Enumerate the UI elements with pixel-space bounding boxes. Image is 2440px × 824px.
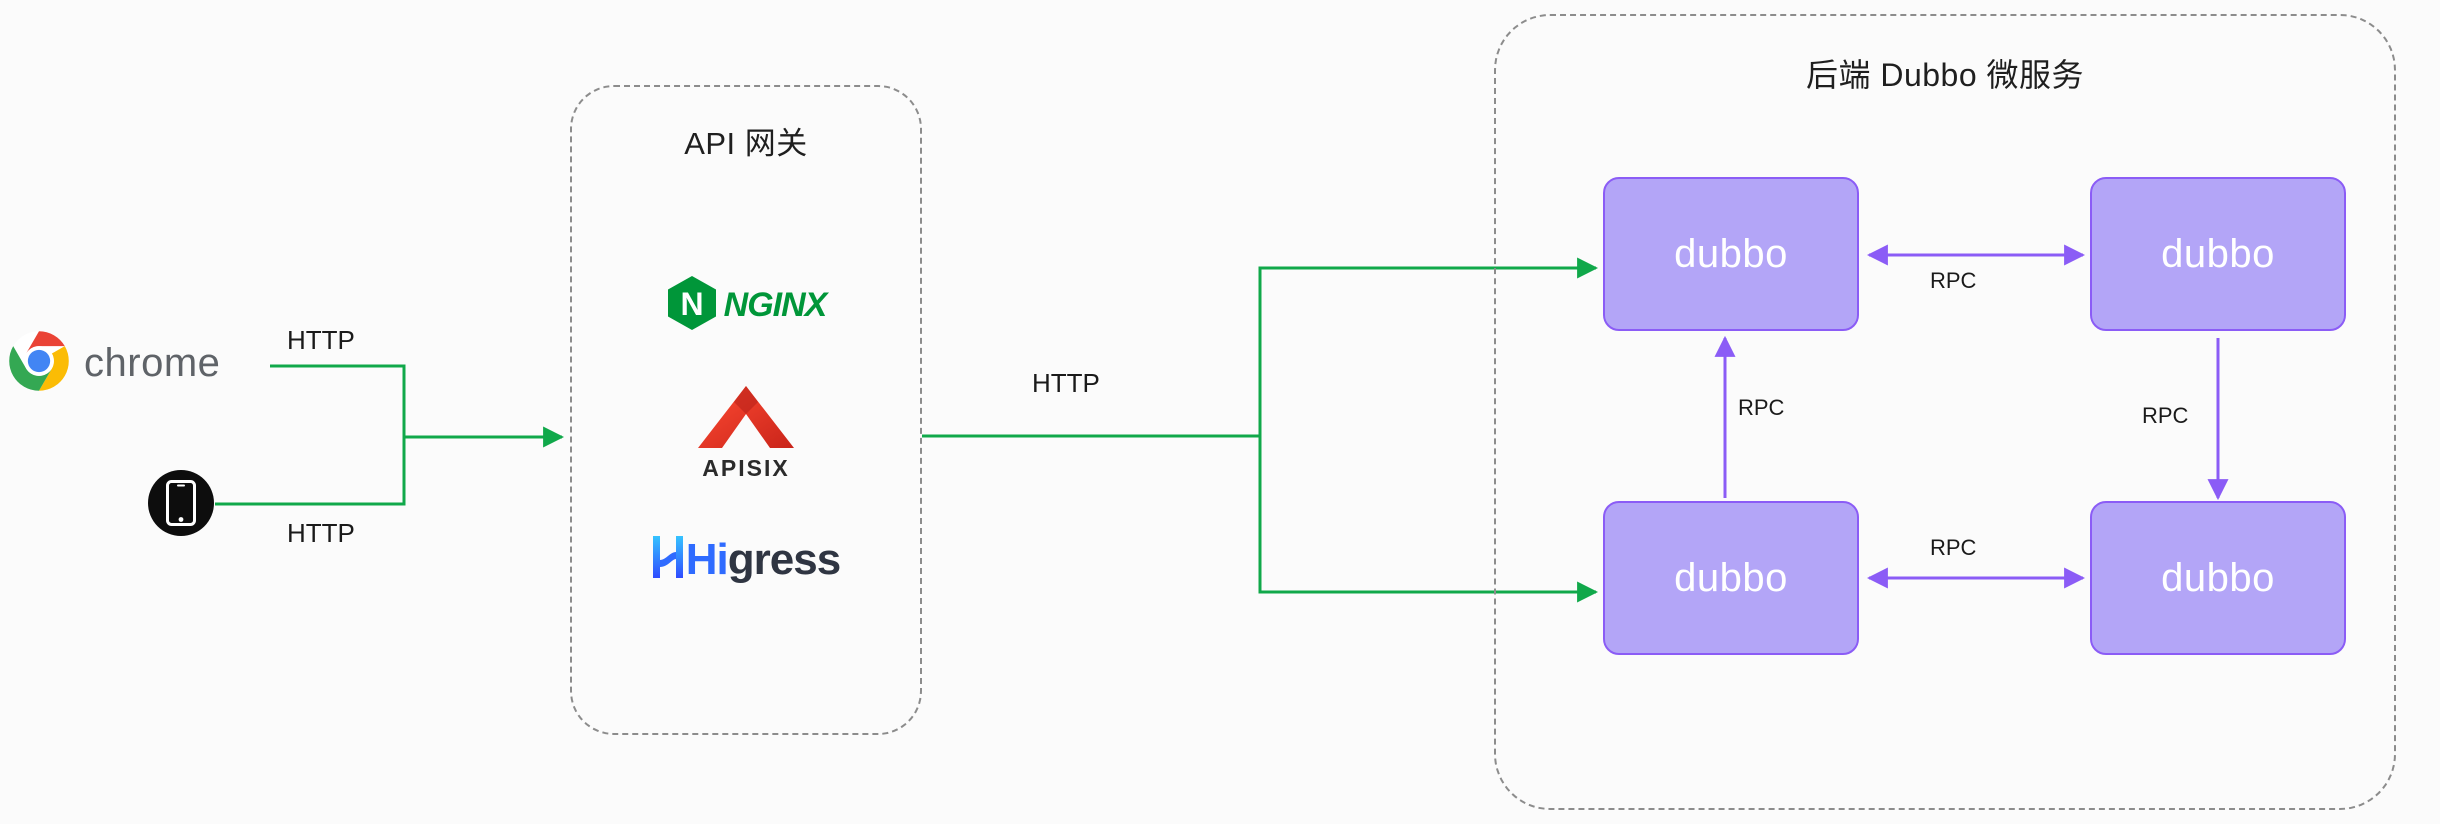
mobile-client — [148, 470, 214, 536]
higress-logo: Hi gress — [652, 534, 841, 585]
edge-label-http-backend: HTTP — [1032, 368, 1100, 398]
api-gateway-group — [570, 85, 922, 735]
api-gateway-title: API 网关 — [684, 126, 808, 161]
apisix-chevron-icon — [698, 386, 794, 453]
edge-label-rpc-top: RPC — [1930, 268, 1977, 293]
nginx-logo: N NGINX — [666, 275, 827, 336]
edge-chrome-to-merge — [270, 364, 406, 495]
edge-label-http-phone: HTTP — [287, 518, 355, 548]
svg-text:N: N — [680, 286, 703, 322]
apisix-wordmark: APISIX — [702, 455, 790, 481]
higress-wordmark-prefix: Hi — [685, 535, 729, 584]
apisix-logo: APISIX — [698, 386, 794, 482]
backend-dubbo-group — [1494, 14, 2396, 810]
higress-icon — [652, 534, 686, 580]
edge-label-rpc-bottom: RPC — [1930, 535, 1977, 560]
chrome-wordmark: chrome — [84, 341, 221, 385]
chrome-icon — [8, 330, 70, 397]
nginx-hexagon-icon: N — [666, 275, 718, 336]
higress-wordmark-suffix: gress — [727, 535, 841, 584]
dubbo-node-bottom-left[interactable]: dubbo — [1603, 501, 1859, 655]
dubbo-node-top-left[interactable]: dubbo — [1603, 177, 1859, 331]
mobile-phone-icon — [148, 470, 214, 536]
dubbo-node-bottom-right[interactable]: dubbo — [2090, 501, 2346, 655]
edge-phone-to-merge — [215, 440, 406, 506]
backend-dubbo-title: 后端 Dubbo 微服务 — [1805, 57, 2085, 93]
gateway-product-list: N NGINX APISIX Hi g — [570, 275, 922, 585]
edge-label-rpc-left: RPC — [1738, 395, 1785, 420]
chrome-client: chrome — [8, 330, 220, 397]
dubbo-node-top-right[interactable]: dubbo — [2090, 177, 2346, 331]
edge-label-http-chrome: HTTP — [287, 325, 355, 355]
edge-label-rpc-right: RPC — [2142, 403, 2189, 428]
nginx-wordmark: NGINX — [723, 286, 828, 324]
